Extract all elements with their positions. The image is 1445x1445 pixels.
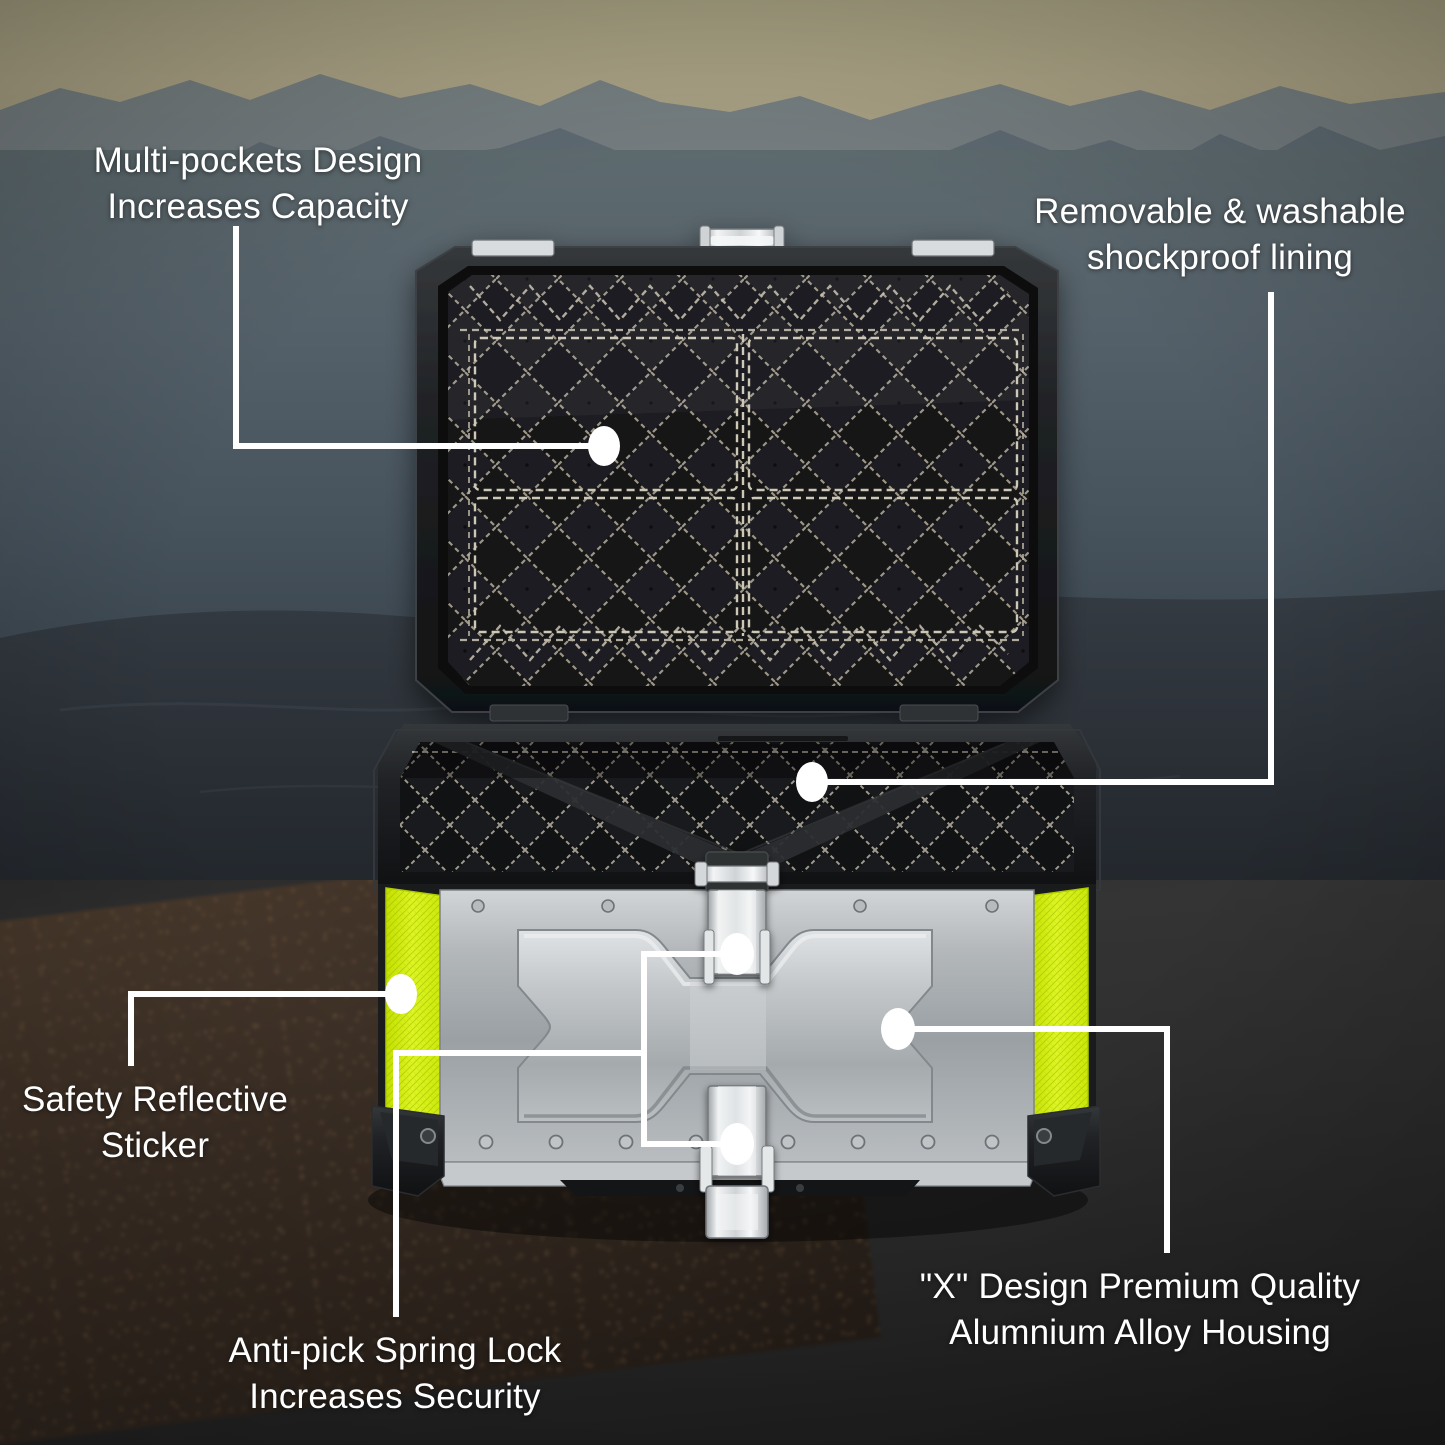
body-rim-vents (718, 736, 848, 748)
rivets-bottom (478, 1134, 1000, 1150)
reflective-sticker-left (385, 887, 445, 1172)
lid-bottom-hinge-left (489, 704, 569, 722)
lid-hinge-tab-left (471, 239, 555, 257)
lid-bottom-hinge-right (899, 704, 979, 722)
lid-assembly (415, 225, 1059, 722)
callout-dots (385, 426, 915, 1165)
rivets-top (471, 899, 999, 913)
mounting-foot-right (1027, 1105, 1101, 1197)
callout-dot-safety-reflective-sticker (385, 974, 417, 1014)
callout-line-shockproof-lining (809, 292, 1274, 785)
callout-label-multi-pockets: Multi-pockets Design Increases Capacity (93, 141, 423, 227)
lid-hinge-tab-right (911, 239, 995, 257)
lid-lining-bottom-band (460, 624, 1022, 662)
x-design-panel (517, 929, 933, 1123)
callout-line-safety-reflective-sticker (128, 991, 404, 1066)
callout-line-multi-pockets (233, 226, 607, 449)
callout-dot-anti-pick-spring-lock (720, 933, 754, 975)
callout-dot-x-design-aluminium-housing (881, 1008, 915, 1050)
callout-label-shockproof-lining: Removable & washable shockproof lining (1034, 192, 1406, 278)
callout-line-anti-pick-lock-bottom (641, 1050, 740, 1147)
body-quilted-lining (400, 742, 1074, 872)
callout-label-anti-pick-spring-lock: Anti-pick Spring Lock Increases Security (228, 1331, 562, 1417)
callout-label-x-design-housing: "X" Design Premium Quality Alumnium Allo… (919, 1267, 1361, 1353)
lid-storage-pockets (468, 334, 1024, 636)
pocket-top-left (473, 336, 739, 492)
pocket-bottom-right (747, 496, 1019, 634)
callout-dot-anti-pick-spring-lock (720, 1123, 754, 1165)
callout-line-x-design-housing (895, 1026, 1170, 1253)
callout-label-safety-reflective-sticker: Safety Reflective Sticker (21, 1080, 289, 1166)
callout-dot-multi-pockets (588, 426, 620, 466)
callout-dot-shockproof-lining (796, 762, 828, 802)
